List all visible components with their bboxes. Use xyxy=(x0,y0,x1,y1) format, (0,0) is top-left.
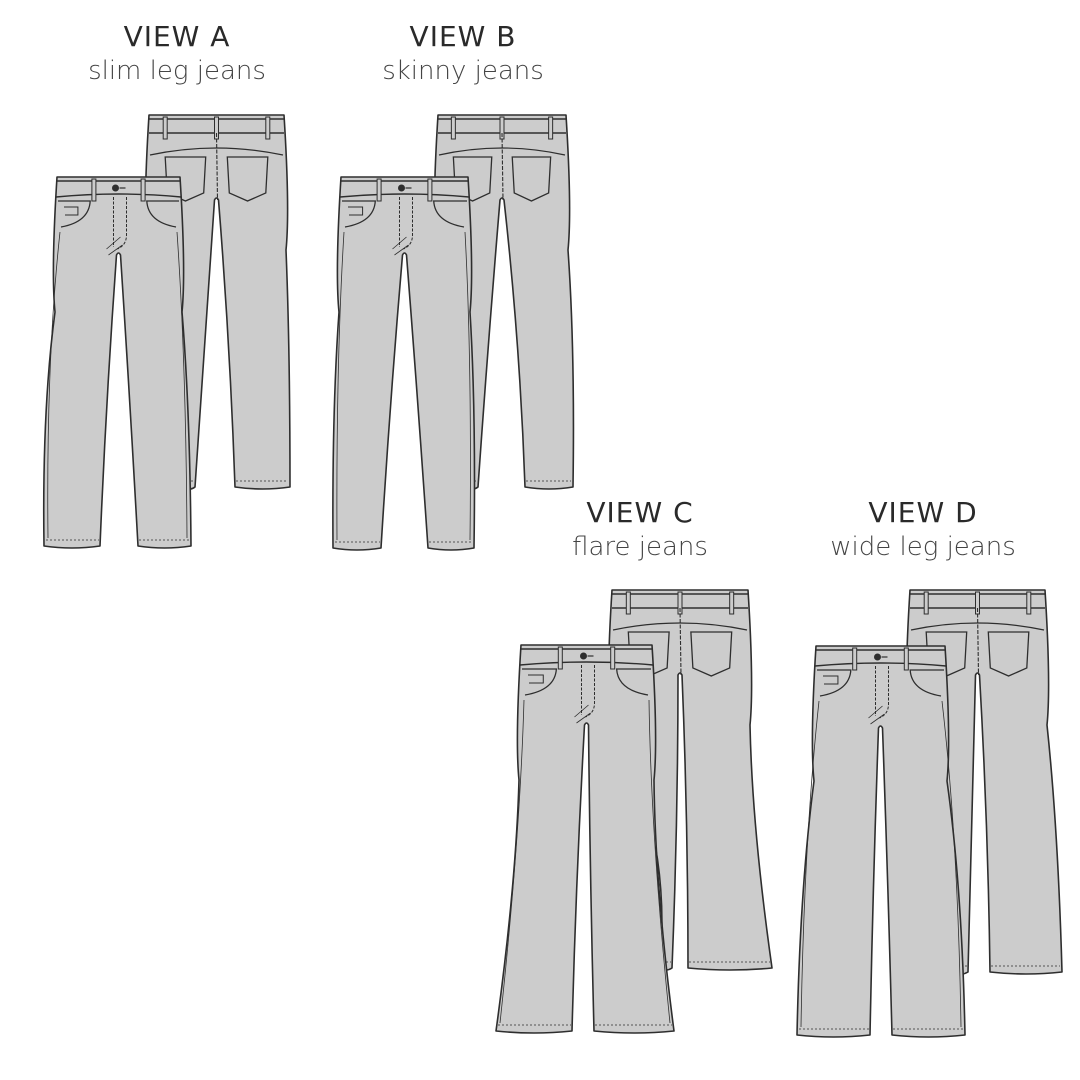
belt-loop xyxy=(91,178,97,202)
back-pocket-right xyxy=(690,631,733,677)
view-c-subtitle: flare jeans xyxy=(572,532,708,562)
back-pocket-right xyxy=(226,156,269,202)
view-c-label: VIEW C flare jeans xyxy=(510,496,770,564)
front-outline xyxy=(332,176,476,551)
view-c-title: VIEW C xyxy=(586,496,694,529)
waistband xyxy=(55,180,182,198)
button-icon xyxy=(112,184,119,192)
belt-loop xyxy=(548,116,554,140)
front-pocket-left xyxy=(58,200,91,228)
front-pocket-right xyxy=(615,668,651,696)
view-b-front xyxy=(332,176,476,551)
button-icon xyxy=(874,653,881,661)
waistband xyxy=(519,648,654,666)
waistband xyxy=(339,180,470,198)
belt-loop xyxy=(376,178,382,202)
waistband xyxy=(814,649,947,667)
belt-loop xyxy=(265,116,271,140)
fly-stitching xyxy=(399,197,413,250)
view-d-label: VIEW D wide leg jeans xyxy=(793,496,1053,564)
whiskers xyxy=(868,705,885,725)
front-pocket-right xyxy=(433,200,467,228)
view-b-title: VIEW B xyxy=(409,20,517,53)
button-icon xyxy=(580,652,587,660)
belt-loop xyxy=(923,591,929,615)
whiskers xyxy=(392,236,409,256)
view-d-title: VIEW D xyxy=(868,496,978,529)
side-seam xyxy=(800,700,962,1028)
fly-stitching xyxy=(875,666,889,719)
belt-loop xyxy=(903,647,909,671)
front-pocket-left xyxy=(817,669,852,697)
center-back-seam xyxy=(215,132,219,201)
front-pocket-right xyxy=(909,669,944,697)
belt-loop xyxy=(162,116,168,140)
front-outline xyxy=(796,645,966,1038)
view-c-front xyxy=(495,644,675,1034)
view-a-front xyxy=(42,176,192,549)
belt-loop xyxy=(140,178,146,202)
belt-loop xyxy=(625,591,631,615)
side-seam xyxy=(499,699,671,1024)
belt-loop xyxy=(852,647,858,671)
fly-stitching xyxy=(581,665,595,718)
view-d-front xyxy=(796,645,966,1038)
view-d-subtitle: wide leg jeans xyxy=(830,532,1016,562)
belt-loop xyxy=(729,591,735,615)
front-pocket-left xyxy=(522,668,558,696)
front-outline xyxy=(495,644,675,1034)
side-seam xyxy=(47,231,188,539)
view-a-title: VIEW A xyxy=(123,20,231,53)
front-outline xyxy=(42,176,192,549)
view-b-label: VIEW B skinny jeans xyxy=(333,20,593,88)
view-b-subtitle: skinny jeans xyxy=(382,56,544,86)
belt-loop xyxy=(1026,591,1032,615)
front-pocket-left xyxy=(342,200,376,228)
coin-pocket xyxy=(64,206,79,216)
front-pocket-right xyxy=(146,200,179,228)
back-pocket-right xyxy=(511,156,552,202)
belt-loop xyxy=(427,178,433,202)
button-icon xyxy=(398,184,405,192)
side-seam xyxy=(336,231,471,541)
fly-stitching xyxy=(113,197,127,250)
view-a-label: VIEW A slim leg jeans xyxy=(47,20,307,88)
coin-pocket xyxy=(528,674,544,684)
center-back-seam xyxy=(501,132,504,201)
whiskers xyxy=(106,236,123,256)
coin-pocket xyxy=(823,675,839,685)
coin-pocket xyxy=(348,206,364,216)
belt-loop xyxy=(450,116,456,140)
center-back-seam xyxy=(976,607,980,676)
center-back-seam xyxy=(679,607,682,676)
belt-loop xyxy=(610,646,616,670)
belt-loop xyxy=(557,646,563,670)
back-pocket-right xyxy=(987,631,1030,677)
whiskers xyxy=(574,704,591,724)
view-a-subtitle: slim leg jeans xyxy=(88,56,266,86)
